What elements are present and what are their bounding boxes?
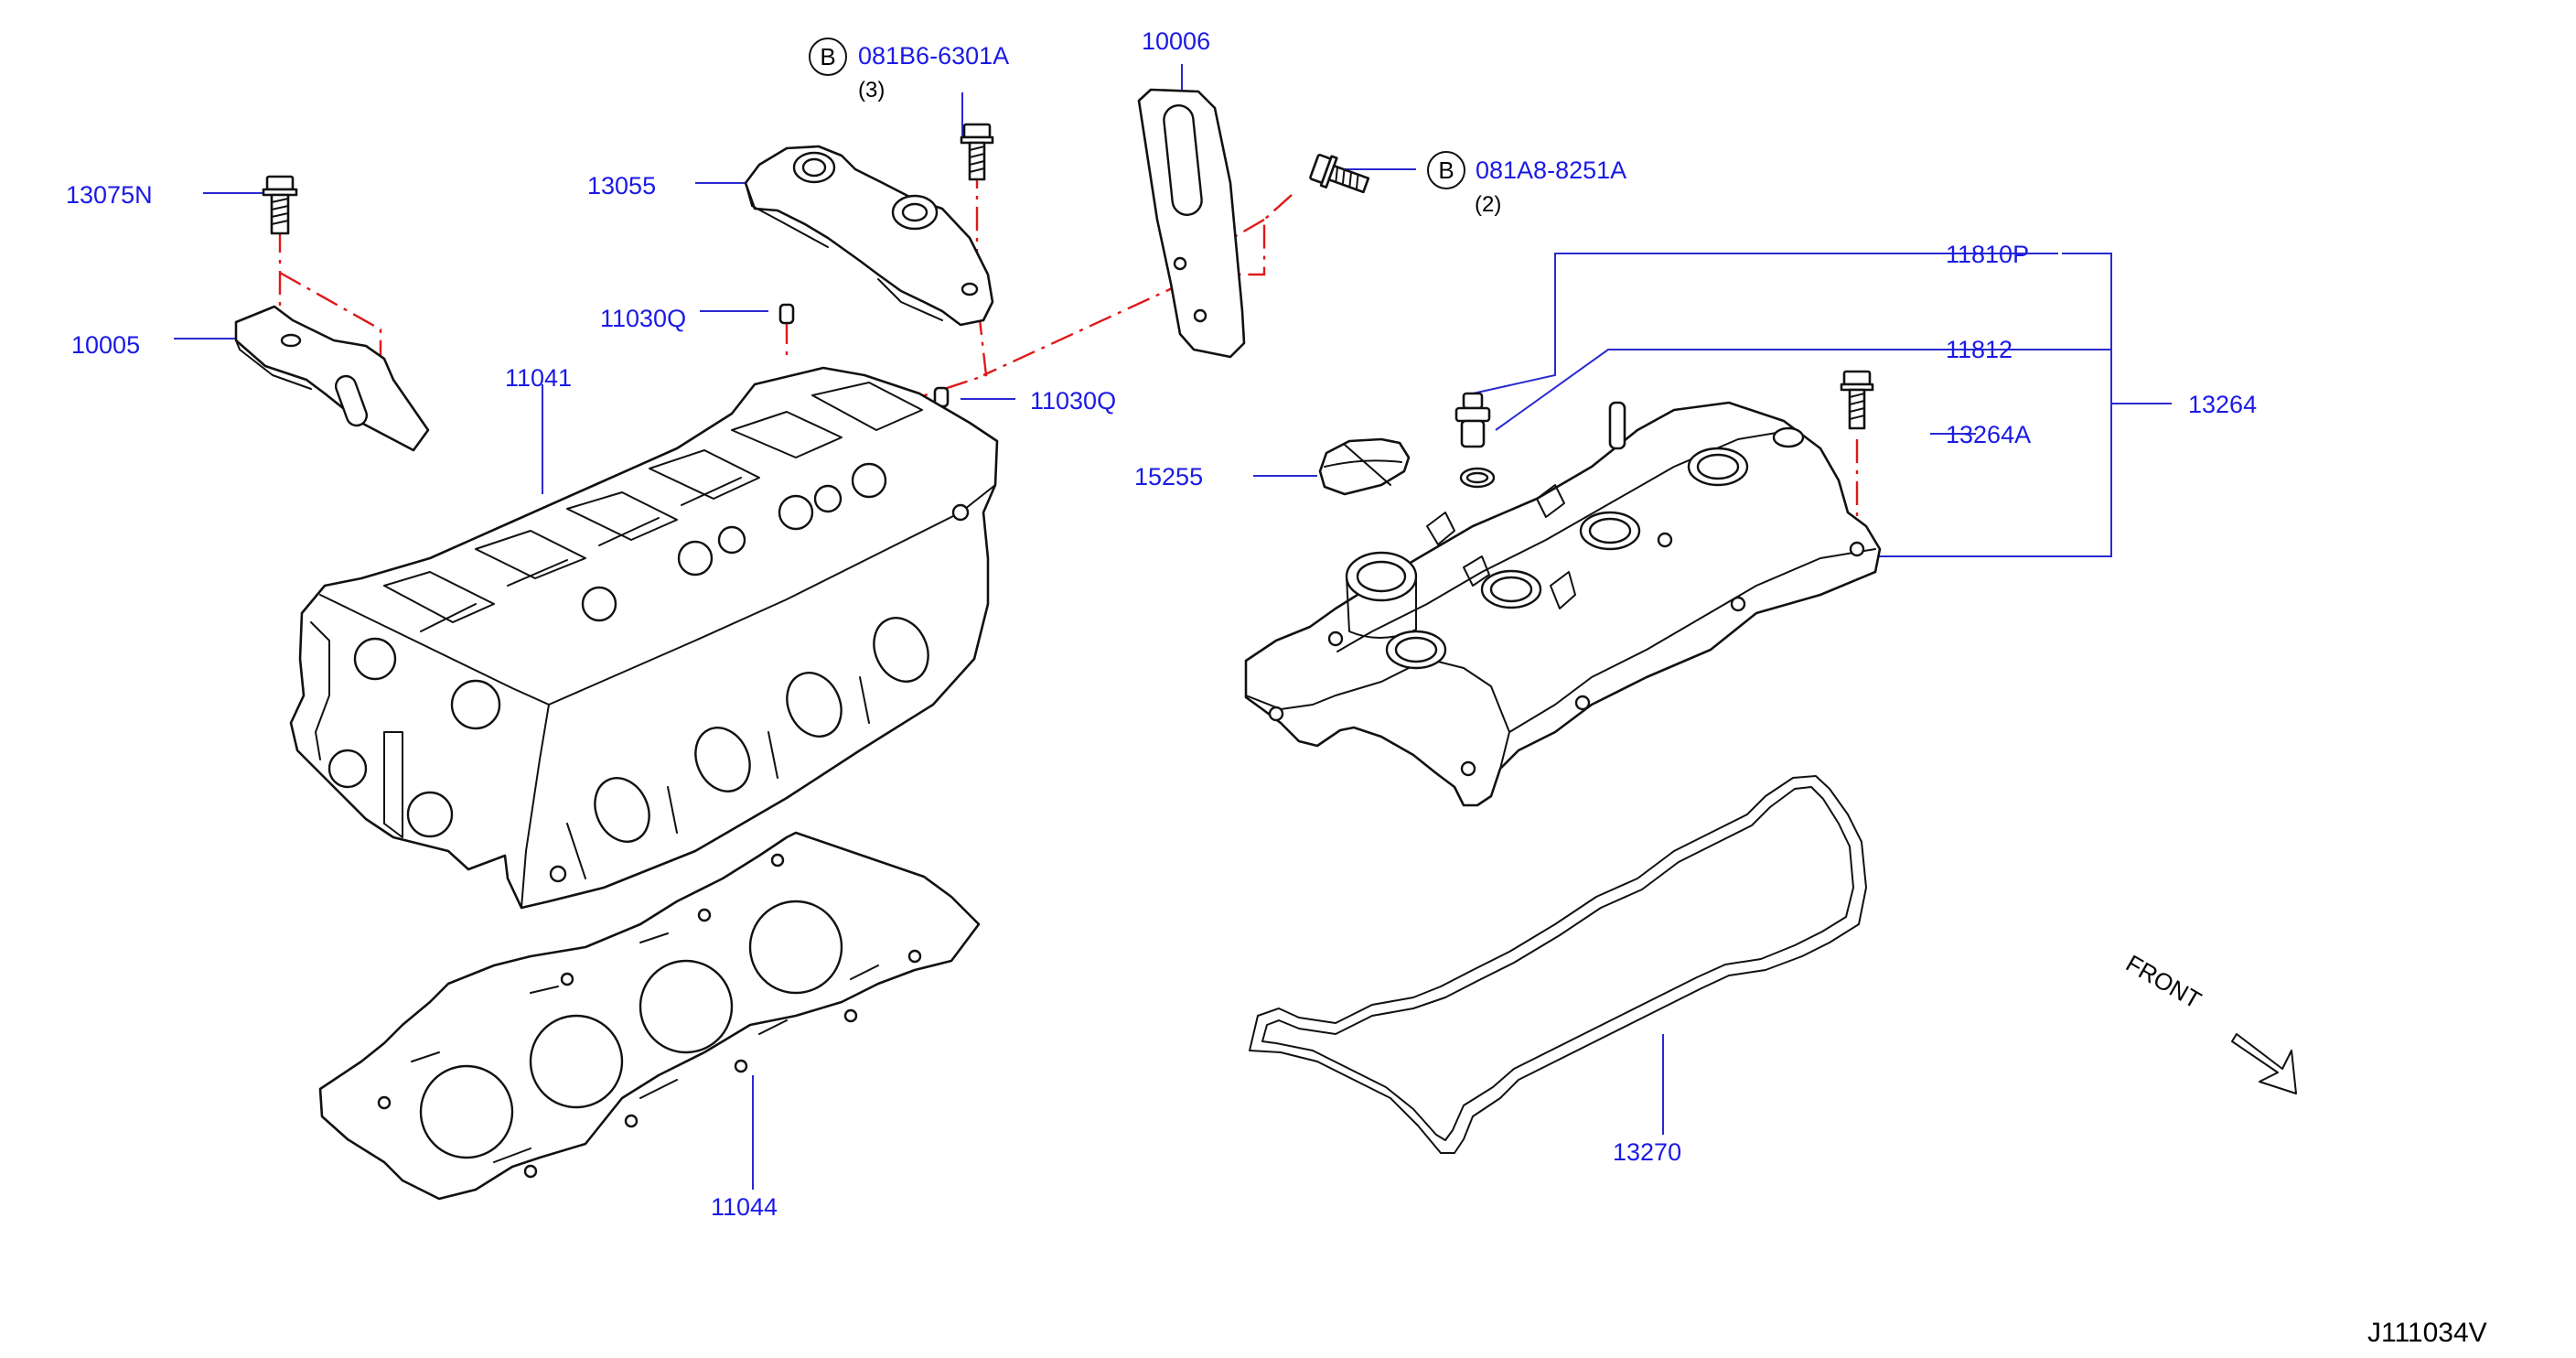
bracket-13055[interactable] <box>744 145 994 327</box>
svg-text:B: B <box>1438 156 1454 184</box>
bracket-10006[interactable] <box>1137 88 1246 359</box>
b-marker-1: B <box>809 38 847 76</box>
front-label: FRONT <box>2121 949 2206 1014</box>
label-13264a[interactable]: 13264A <box>1946 421 2031 448</box>
bolt-13075n[interactable] <box>262 175 298 235</box>
label-13075n[interactable]: 13075N <box>66 181 153 209</box>
o-ring-11812[interactable] <box>1459 467 1496 489</box>
part-labels: 13075N 10005 13055 081B6-6301A (3) 10006… <box>66 27 2257 1221</box>
b-marker-2: B <box>1427 151 1465 189</box>
bolt-081a8-8251a[interactable] <box>1309 152 1371 199</box>
label-15255[interactable]: 15255 <box>1134 463 1203 490</box>
figure-id: J111034V <box>2367 1318 2487 1348</box>
label-081b6-6301a[interactable]: 081B6-6301A <box>858 42 1009 70</box>
label-10005[interactable]: 10005 <box>71 331 140 359</box>
label-13264[interactable]: 13264 <box>2188 391 2257 418</box>
front-arrow <box>2231 1033 2297 1094</box>
label-11044[interactable]: 11044 <box>711 1193 778 1221</box>
label-11812[interactable]: 11812 <box>1946 336 2012 363</box>
label-13055[interactable]: 13055 <box>587 172 656 199</box>
label-081a8-qty: (2) <box>1475 192 1501 217</box>
label-11041[interactable]: 11041 <box>505 364 572 392</box>
dowel-11030q-a[interactable] <box>778 303 795 325</box>
svg-text:B: B <box>820 43 835 70</box>
rocker-cover-gasket-13270[interactable] <box>1249 775 1867 1154</box>
leader-lines <box>174 64 2172 1190</box>
bracket-10005[interactable] <box>234 305 430 452</box>
label-11030q-b[interactable]: 11030Q <box>1030 387 1116 415</box>
oil-cap-15255[interactable] <box>1318 437 1411 496</box>
label-13270[interactable]: 13270 <box>1613 1138 1681 1166</box>
label-11030q-a[interactable]: 11030Q <box>600 305 686 332</box>
bolt-13264a[interactable] <box>1840 370 1874 430</box>
head-gasket-11044[interactable] <box>318 831 981 1201</box>
label-11810p[interactable]: 11810P <box>1946 241 2029 268</box>
label-10006[interactable]: 10006 <box>1142 27 1210 55</box>
pcv-valve-11810p[interactable] <box>1454 392 1491 448</box>
label-081a8-8251a[interactable]: 081A8-8251A <box>1476 156 1626 184</box>
label-081b6-qty: (3) <box>858 78 885 102</box>
rocker-cover-13264[interactable] <box>1244 401 1882 807</box>
cylinder-head-11041[interactable] <box>289 366 999 910</box>
bolt-081b6-6301a[interactable] <box>960 123 994 181</box>
